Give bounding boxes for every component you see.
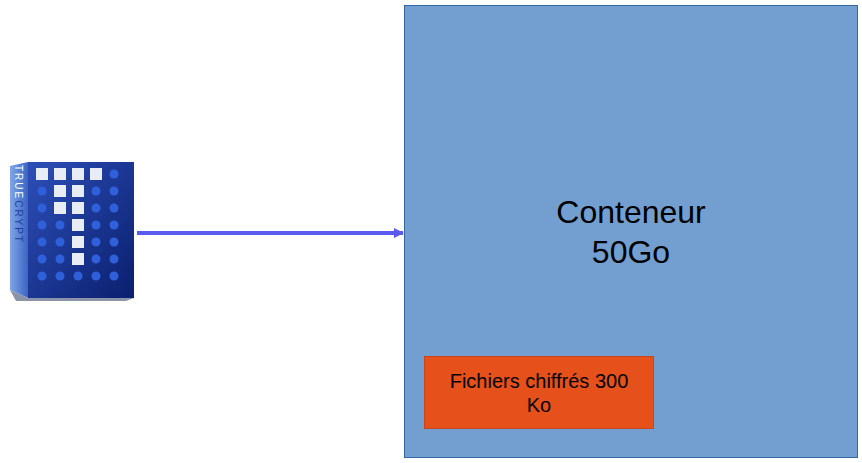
- encrypted-files-box: Fichiers chiffrés 300 Ko: [424, 356, 654, 429]
- arrow-connector: [137, 231, 403, 235]
- icon-text: CRYPT: [11, 200, 25, 244]
- container-box: Conteneur 50GoFichiers chiffrés 300 Ko: [404, 5, 858, 458]
- files-label: Fichiers chiffrés 300 Ko: [439, 369, 639, 417]
- truecrypt-icon: TRUECRYPT: [8, 160, 136, 302]
- container-title: Conteneur 50Go: [546, 192, 716, 272]
- icon-text: TRUE: [11, 165, 25, 200]
- icon-text-strip: TRUECRYPT: [11, 165, 25, 295]
- icon-graphic: [8, 160, 136, 302]
